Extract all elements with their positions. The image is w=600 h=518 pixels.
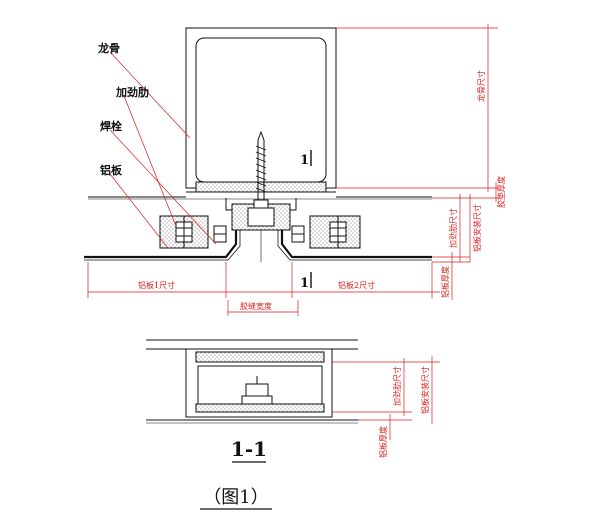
sec-dim-panel-thickness: 铝板厚度 bbox=[378, 426, 388, 458]
dim-panel-install-size: 铝板安装尺寸 bbox=[472, 204, 482, 252]
dim-panel-thickness: 铝板厚度 bbox=[440, 266, 450, 298]
label-keel: 龙骨 bbox=[97, 41, 120, 55]
dim-panel2-size: 铝板2尺寸 bbox=[338, 280, 375, 290]
dim-keel-size: 龙骨尺寸 bbox=[476, 70, 486, 102]
section-1-1 bbox=[146, 339, 358, 510]
dim-pad-thickness: 胶垫厚度 bbox=[496, 176, 506, 208]
section-bolt bbox=[241, 376, 273, 405]
section-mark-top: 1 bbox=[300, 153, 309, 168]
pad-strip bbox=[195, 181, 327, 193]
dimension-lines bbox=[87, 24, 498, 316]
section-mark-bottom: 1 bbox=[300, 276, 309, 291]
leader-lines bbox=[109, 51, 217, 249]
label-stiffener: 加劲肋 bbox=[115, 85, 149, 99]
main-detail bbox=[84, 27, 432, 288]
keel-tube-outer bbox=[185, 27, 337, 189]
bolt-left bbox=[175, 216, 193, 248]
sec-dim-install-size: 铝板安装尺寸 bbox=[420, 366, 430, 414]
label-weld-bolt: 焊栓 bbox=[100, 119, 122, 133]
dim-joint-width: 胶缝宽度 bbox=[240, 301, 272, 311]
figure-caption: （图1） bbox=[203, 487, 268, 508]
section-channel-outer bbox=[185, 348, 333, 418]
clip-bolt-right bbox=[291, 225, 305, 243]
sec-dim-stiffener-size: 加劲肋尺寸 bbox=[392, 366, 402, 406]
section-bottom-pad bbox=[195, 403, 325, 413]
section-pad bbox=[195, 351, 325, 363]
section-dimension-lines bbox=[332, 356, 440, 440]
weld-screw bbox=[253, 130, 269, 209]
dim-panel1-size: 铝板1尺寸 bbox=[138, 280, 175, 290]
clip-bolt-left bbox=[213, 225, 227, 243]
dim-stiffener-size: 加劲肋尺寸 bbox=[448, 208, 458, 248]
section-title: 1-1 bbox=[231, 437, 267, 461]
bolt-right bbox=[329, 216, 347, 248]
label-aluminum-panel: 铝板 bbox=[100, 163, 123, 177]
